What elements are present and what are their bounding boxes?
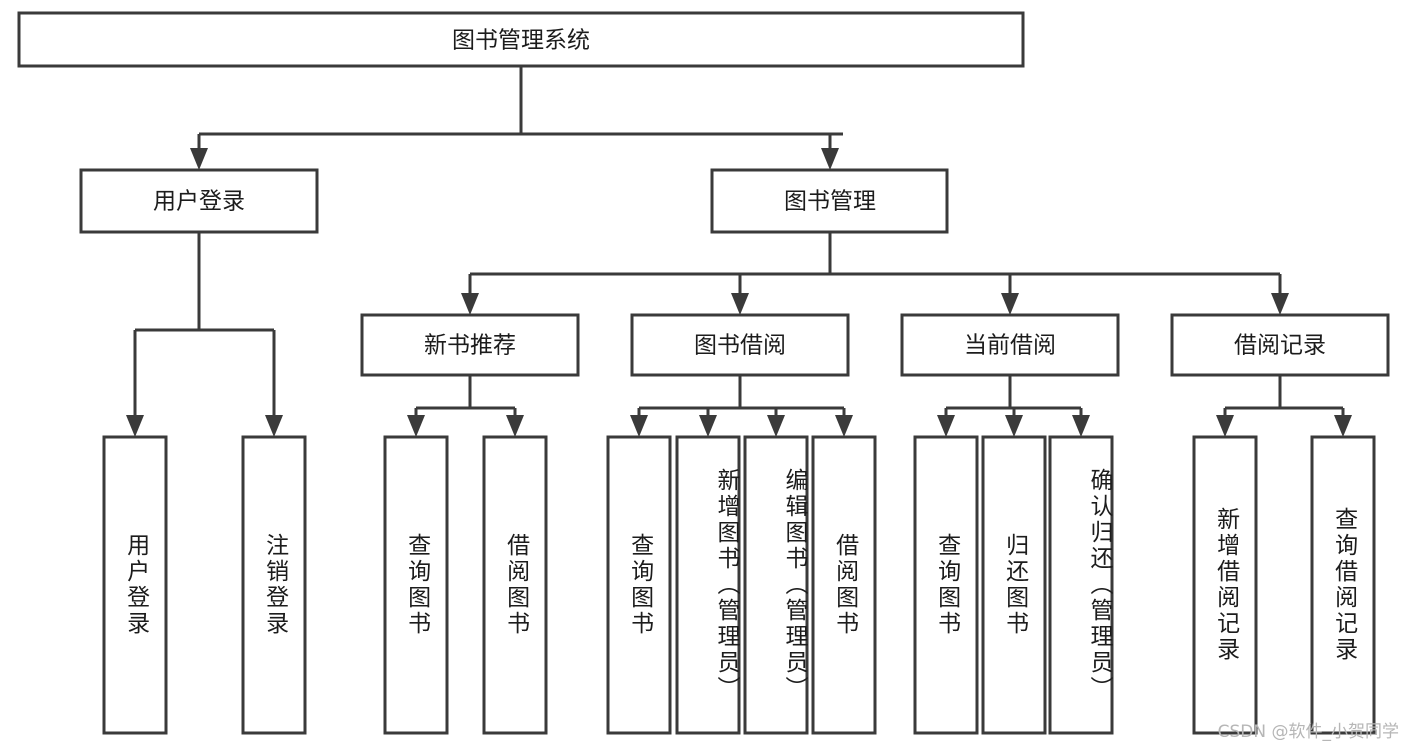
arrow-to-leaf-edit-book [767, 415, 785, 437]
connector-root-trunk [197, 66, 843, 152]
arrow-to-leaf-query-borrow-record [1334, 415, 1352, 437]
leaf-confirm-return-label: 确认归还（管理员） [1086, 468, 1112, 702]
arrow-to-book-borrow [731, 293, 749, 315]
arrow-to-leaf-query-book-current [937, 415, 955, 437]
arrow-to-leaf-borrow-book [835, 415, 853, 437]
arrow-to-borrow-records [1271, 293, 1289, 315]
connector-borrow-records-trunk [1223, 375, 1345, 419]
horizontal-label-layer: 图书管理系统 用户登录 图书管理 新书推荐 图书借阅 当前借阅 借阅记录 [153, 28, 1326, 359]
node-borrow-records-box[interactable] [1170, 313, 1390, 377]
connector-new-book-recommend-trunk [414, 375, 517, 419]
node-new-book-recommend-label: 新书推荐 [424, 333, 516, 359]
node-current-borrow-label: 当前借阅 [964, 333, 1056, 359]
arrow-to-leaf-add-borrow-record [1216, 415, 1234, 437]
leaf-user-login-label: 用户登录 [122, 533, 149, 637]
leaf-query-book-borrow-box[interactable] [606, 435, 672, 735]
box-layer [17, 11, 1390, 735]
leaf-query-book-current-label: 查询图书 [933, 533, 960, 637]
leaf-return-book-box[interactable] [981, 435, 1047, 735]
leaf-query-book-recommend-box[interactable] [383, 435, 449, 735]
arrow-to-book-management [821, 148, 839, 170]
arrow-to-new-book-recommend [461, 293, 479, 315]
leaf-edit-book-box[interactable] [743, 435, 809, 735]
node-user-login-box[interactable] [79, 168, 319, 234]
arrow-to-leaf-logout [265, 415, 283, 437]
leaf-add-borrow-record-label: 新增借阅记录 [1212, 507, 1239, 663]
leaf-borrow-book-label: 借阅图书 [831, 533, 858, 637]
node-root-label: 图书管理系统 [452, 28, 590, 54]
leaf-logout-label: 注销登录 [261, 533, 288, 637]
leaf-edit-book-label: 编辑图书（管理员） [781, 468, 807, 702]
connector-book-management-trunk [468, 232, 1282, 297]
arrow-to-leaf-add-book [699, 415, 717, 437]
arrow-to-leaf-confirm-return [1072, 415, 1090, 437]
connector-user-login-trunk [133, 232, 276, 419]
arrow-to-leaf-query-book-borrow [630, 415, 648, 437]
node-borrow-records-label: 借阅记录 [1234, 333, 1326, 359]
leaf-query-book-borrow-label: 查询图书 [626, 533, 653, 637]
connector-layer [126, 66, 1352, 437]
arrow-to-leaf-user-login [126, 415, 144, 437]
node-user-login-label: 用户登录 [153, 189, 245, 215]
leaf-add-borrow-record-box[interactable] [1192, 435, 1258, 735]
csdn-watermark: CSDN @软件_小贺同学 [1217, 722, 1399, 742]
arrow-to-leaf-borrow-book-recommend [506, 415, 524, 437]
leaf-borrow-book-recommend-label: 借阅图书 [502, 533, 529, 637]
leaf-add-book-label: 新增图书（管理员） [713, 468, 739, 702]
arrow-to-leaf-query-book-recommend [407, 415, 425, 437]
leaf-borrow-book-recommend-box[interactable] [482, 435, 548, 735]
leaf-borrow-book-box[interactable] [811, 435, 877, 735]
connector-book-borrow-trunk [637, 375, 846, 419]
node-book-management-label: 图书管理 [784, 189, 876, 215]
leaf-return-book-label: 归还图书 [1001, 533, 1028, 637]
node-book-borrow-box[interactable] [630, 313, 850, 377]
arrow-to-user-login [190, 148, 208, 170]
node-new-book-recommend-box[interactable] [360, 313, 580, 377]
arrow-to-current-borrow [1001, 293, 1019, 315]
connector-current-borrow-trunk [944, 375, 1083, 419]
leaf-user-login-box[interactable] [102, 435, 168, 735]
node-book-management-box[interactable] [710, 168, 949, 234]
node-current-borrow-box[interactable] [900, 313, 1120, 377]
leaf-query-book-recommend-label: 查询图书 [403, 533, 430, 637]
leaf-logout-box[interactable] [241, 435, 307, 735]
leaf-confirm-return-box[interactable] [1048, 435, 1114, 735]
leaf-query-borrow-record-box[interactable] [1310, 435, 1376, 735]
leaf-query-borrow-record-label: 查询借阅记录 [1330, 507, 1357, 663]
leaf-query-book-current-box[interactable] [913, 435, 979, 735]
node-book-borrow-label: 图书借阅 [694, 333, 786, 359]
leaf-add-book-box[interactable] [675, 435, 741, 735]
arrow-to-leaf-return-book [1005, 415, 1023, 437]
node-root-box[interactable] [17, 11, 1025, 68]
